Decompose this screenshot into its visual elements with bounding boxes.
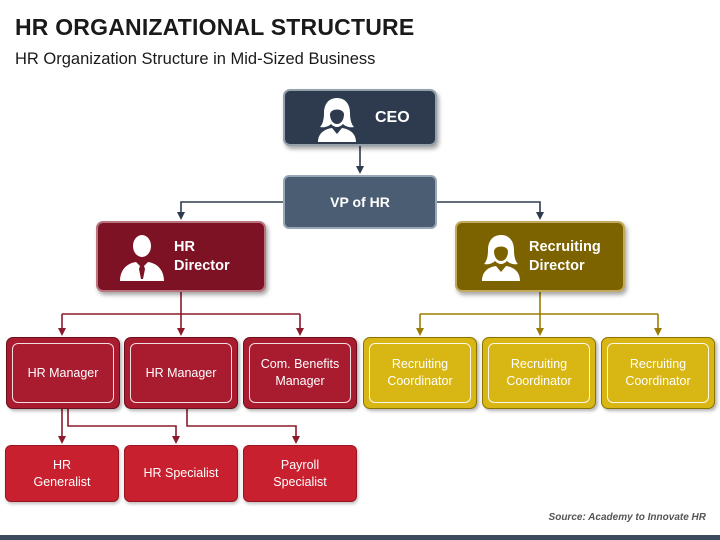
female-person-icon (479, 233, 523, 285)
node-ceo: CEO (283, 89, 437, 146)
link-vp-hr-director (177, 201, 283, 220)
female-person-icon (315, 96, 359, 147)
link-vp-recruiting-director (437, 201, 544, 220)
node-recruiting-director-label: Recruiting Director (529, 239, 601, 274)
node-hr-generalist: HR Generalist (5, 445, 119, 502)
male-person-tie-icon (118, 233, 166, 285)
node-benefits-manager: Com. Benefits Manager (243, 337, 357, 409)
node-vp-of-hr: VP of HR (283, 175, 437, 229)
link-manager-2-payroll (186, 408, 300, 444)
page-subtitle: HR Organization Structure in Mid-Sized B… (15, 50, 376, 68)
node-hr-manager-2: HR Manager (124, 337, 238, 409)
node-ceo-label: CEO (375, 109, 410, 126)
source-note: Source: Academy to Innovate HR (548, 512, 706, 523)
node-hr-manager-1: HR Manager (6, 337, 120, 409)
node-hr-director-label: HR Director (174, 239, 230, 274)
node-hr-specialist: HR Specialist (124, 445, 238, 502)
link-hr-director-bus (62, 292, 300, 315)
node-recruiting-coordinator-1: Recruiting Coordinator (363, 337, 477, 409)
footer-bar (0, 535, 720, 540)
node-hr-director: HR Director (96, 221, 266, 292)
link-manager-1-specialist (67, 408, 180, 444)
node-recruiting-director: Recruiting Director (455, 221, 625, 292)
node-payroll-specialist: Payroll Specialist (243, 445, 357, 502)
node-recruiting-coordinator-3: Recruiting Coordinator (601, 337, 715, 409)
page-title: HR ORGANIZATIONAL STRUCTURE (15, 14, 415, 40)
link-rec-director-bus (420, 292, 658, 315)
node-recruiting-coordinator-2: Recruiting Coordinator (482, 337, 596, 409)
